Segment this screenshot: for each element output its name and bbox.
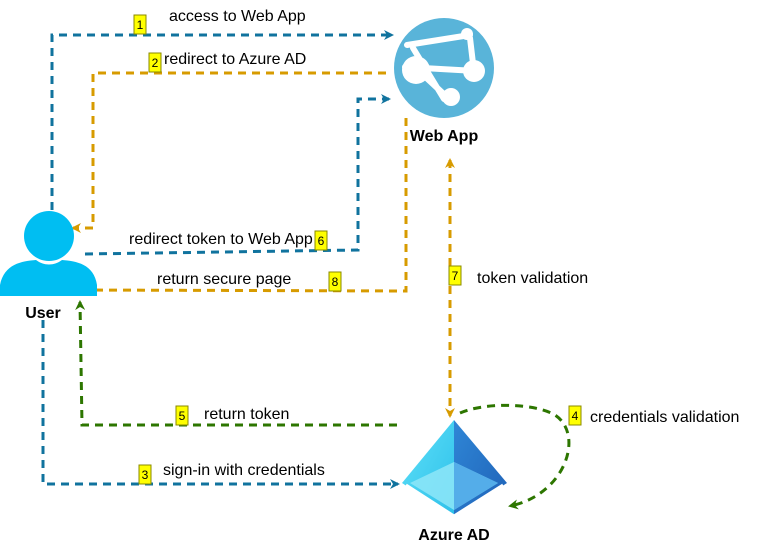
arrow-redirect-azure-ad xyxy=(71,71,386,233)
azure-ad-icon xyxy=(402,420,507,518)
step-3-label: sign-in with credentials xyxy=(163,462,325,479)
arrow-credentials-validation xyxy=(459,403,571,510)
arrow-redirect-token xyxy=(84,94,391,256)
step-1-badge: 1 xyxy=(133,14,147,35)
step-7-badge: 7 xyxy=(448,265,462,286)
svg-text:7: 7 xyxy=(452,269,459,283)
azure-ad-label: Azure AD xyxy=(418,527,489,544)
step-1-label: access to Web App xyxy=(169,8,306,25)
step-2-badge: 2 xyxy=(148,52,162,73)
arrow-access-web-app xyxy=(50,30,394,210)
step-6-badge: 6 xyxy=(314,230,328,251)
web-app-icon xyxy=(394,18,494,118)
arrow-sign-in xyxy=(41,320,400,489)
svg-text:5: 5 xyxy=(179,409,186,423)
step-8-badge: 8 xyxy=(328,271,342,292)
step-7-label: token validation xyxy=(477,270,588,287)
svg-text:3: 3 xyxy=(142,468,149,482)
arrow-return-token xyxy=(75,300,397,427)
svg-text:8: 8 xyxy=(332,275,339,289)
svg-text:6: 6 xyxy=(318,234,325,248)
user-label: User xyxy=(25,305,61,322)
step-4-badge: 4 xyxy=(568,405,582,426)
step-4-label: credentials validation xyxy=(590,409,739,426)
step-3-badge: 3 xyxy=(138,464,152,485)
user-icon xyxy=(0,211,97,296)
step-5-label: return token xyxy=(204,406,289,423)
web-app-label: Web App xyxy=(410,128,479,145)
step-8-label: return secure page xyxy=(157,271,291,288)
svg-text:2: 2 xyxy=(152,56,159,70)
step-2-label: redirect to Azure AD xyxy=(164,51,306,68)
step-6-label: redirect token to Web App xyxy=(129,231,313,248)
step-5-badge: 5 xyxy=(175,405,189,426)
svg-text:4: 4 xyxy=(572,409,579,423)
arrow-return-secure-page xyxy=(80,118,408,296)
svg-text:1: 1 xyxy=(137,18,144,32)
